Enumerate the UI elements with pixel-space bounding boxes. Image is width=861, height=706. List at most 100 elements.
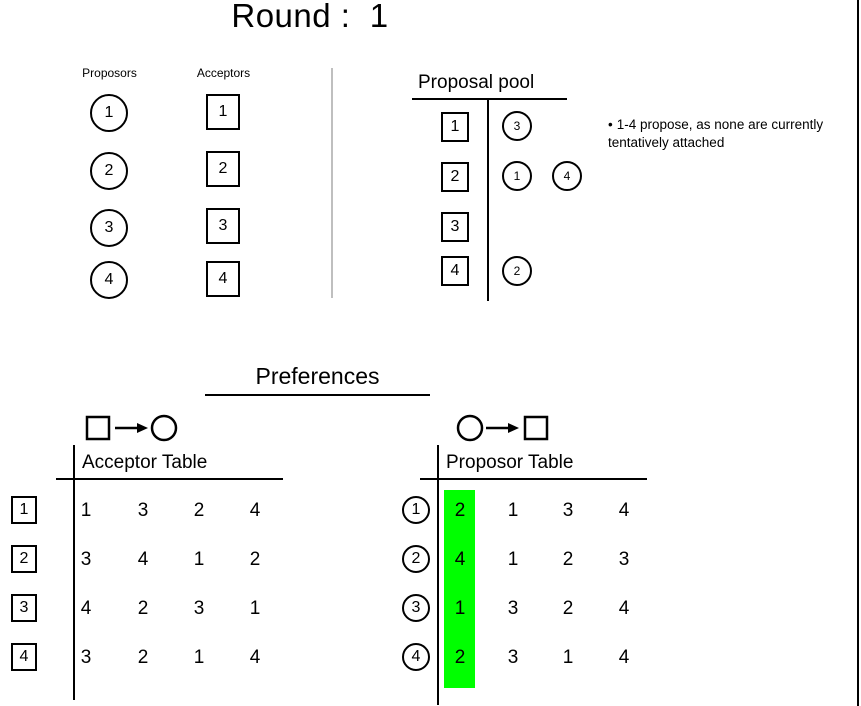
acceptor-cell-r2c2: 4 [137, 549, 149, 570]
acceptor-cell-r3c4: 1 [249, 598, 261, 619]
acceptor-table-horizontal-rule [56, 478, 283, 480]
note-text: 1-4 propose, as none are currently tenta… [608, 117, 824, 150]
highlighted-column [444, 490, 475, 688]
proposor-node-2[interactable]: 2 [90, 152, 128, 190]
acceptor-row-tag-3[interactable]: 3 [11, 594, 37, 622]
proposor-cell-r3c4: 4 [618, 598, 630, 619]
bullet-glyph: • [608, 117, 613, 132]
acceptor-row-tag-label: 2 [19, 550, 29, 567]
proposor-cell-r2c3: 2 [562, 549, 574, 570]
acceptor-row-tag-1[interactable]: 1 [11, 496, 37, 524]
pool-acceptor-1[interactable]: 1 [441, 112, 469, 142]
pool-acceptor-3[interactable]: 3 [441, 212, 469, 242]
acceptor-node-2[interactable]: 2 [206, 151, 240, 187]
proposor-cell-r2c4: 3 [618, 549, 630, 570]
acceptor-cell-r1c3: 2 [193, 500, 205, 521]
explanatory-note: •1-4 propose, as none are currently tent… [608, 116, 838, 152]
proposor-node-label: 3 [104, 219, 114, 236]
acceptor-node-1[interactable]: 1 [206, 94, 240, 130]
proposal-pool-vertical-rule [487, 98, 489, 301]
proposor-node-1[interactable]: 1 [90, 94, 128, 132]
proposal-pool-title: Proposal pool [418, 72, 535, 93]
proposor-cell-r2c2: 1 [507, 549, 519, 570]
acceptor-cell-r2c1: 3 [80, 549, 92, 570]
proposal-pool-underline [412, 98, 567, 100]
proposor-row-tag-label: 4 [411, 648, 421, 665]
acceptor-cell-r4c3: 1 [193, 647, 205, 668]
acceptor-row-tag-label: 1 [19, 501, 29, 518]
proposors-heading: Proposors [82, 66, 137, 80]
acceptor-cell-r2c3: 1 [193, 549, 205, 570]
acceptor-cell-r2c4: 2 [249, 549, 261, 570]
proposor-row-tag-label: 3 [411, 599, 421, 616]
pool-acceptor-2[interactable]: 2 [441, 162, 469, 192]
pool-proposal-label: 1 [513, 169, 521, 183]
acceptor-node-label: 2 [218, 160, 228, 177]
preferences-underline [205, 394, 430, 396]
acceptor-node-4[interactable]: 4 [206, 261, 240, 297]
proposor-row-tag-4[interactable]: 4 [402, 643, 430, 671]
proposor-table-vertical-rule [437, 445, 439, 705]
acceptor-cell-r3c3: 3 [193, 598, 205, 619]
proposor-cell-r3c3: 2 [562, 598, 574, 619]
acceptor-row-tag-4[interactable]: 4 [11, 643, 37, 671]
acceptor-table-vertical-rule [73, 445, 75, 700]
square-to-circle-icon [85, 413, 180, 443]
proposor-cell-r4c2: 3 [507, 647, 519, 668]
proposor-cell-r4c1: 2 [454, 647, 466, 668]
proposor-cell-r4c3: 1 [562, 647, 574, 668]
proposor-table-name: Proposor Table [446, 452, 574, 473]
pool-proposal-1-1[interactable]: 3 [502, 111, 532, 141]
slide-right-edge-rule [857, 0, 859, 706]
acceptor-row-tag-label: 4 [19, 648, 29, 665]
proposor-row-tag-label: 1 [411, 501, 421, 518]
proposor-cell-r3c2: 3 [507, 598, 519, 619]
acceptor-table-name: Acceptor Table [82, 452, 208, 473]
proposor-cell-r1c2: 1 [507, 500, 519, 521]
proposor-node-label: 1 [104, 104, 114, 121]
acceptor-node-label: 3 [218, 217, 228, 234]
page-title: Round : 1 [231, 0, 389, 34]
proposor-node-3[interactable]: 3 [90, 209, 128, 247]
acceptor-node-label: 1 [218, 103, 228, 120]
pool-acceptor-label: 2 [450, 168, 460, 185]
circle-to-square-icon [455, 413, 550, 443]
pool-acceptor-label: 4 [450, 262, 460, 279]
acceptors-heading: Acceptors [196, 66, 251, 80]
proposor-cell-r1c3: 3 [562, 500, 574, 521]
acceptor-cell-r4c4: 4 [249, 647, 261, 668]
proposor-cell-r2c1: 4 [454, 549, 466, 570]
pool-proposal-2-1[interactable]: 1 [502, 161, 532, 191]
proposor-node-label: 2 [104, 162, 114, 179]
proposor-node-4[interactable]: 4 [90, 261, 128, 299]
pool-acceptor-label: 3 [450, 218, 460, 235]
acceptor-cell-r4c2: 2 [137, 647, 149, 668]
acceptor-cell-r1c1: 1 [80, 500, 92, 521]
pool-proposal-4-1[interactable]: 2 [502, 256, 532, 286]
pool-proposal-2-2[interactable]: 4 [552, 161, 582, 191]
section-divider [331, 68, 333, 298]
acceptor-node-3[interactable]: 3 [206, 208, 240, 244]
proposor-row-tag-3[interactable]: 3 [402, 594, 430, 622]
acceptor-cell-r1c2: 3 [137, 500, 149, 521]
acceptor-node-label: 4 [218, 270, 228, 287]
pool-proposal-label: 2 [513, 264, 521, 278]
proposor-cell-r3c1: 1 [454, 598, 466, 619]
acceptor-cell-r3c2: 2 [137, 598, 149, 619]
proposor-row-tag-label: 2 [411, 550, 421, 567]
proposor-cell-r4c4: 4 [618, 647, 630, 668]
acceptor-cell-r1c4: 4 [249, 500, 261, 521]
acceptor-cell-r4c1: 3 [80, 647, 92, 668]
pool-acceptor-4[interactable]: 4 [441, 256, 469, 286]
proposor-cell-r1c1: 2 [454, 500, 466, 521]
proposor-cell-r1c4: 4 [618, 500, 630, 521]
acceptor-row-tag-label: 3 [19, 599, 29, 616]
pool-acceptor-label: 1 [450, 118, 460, 135]
pool-proposal-label: 3 [513, 119, 521, 133]
proposor-row-tag-1[interactable]: 1 [402, 496, 430, 524]
acceptor-row-tag-2[interactable]: 2 [11, 545, 37, 573]
proposor-row-tag-2[interactable]: 2 [402, 545, 430, 573]
pool-proposal-label: 4 [563, 169, 571, 183]
proposor-node-label: 4 [104, 271, 114, 288]
